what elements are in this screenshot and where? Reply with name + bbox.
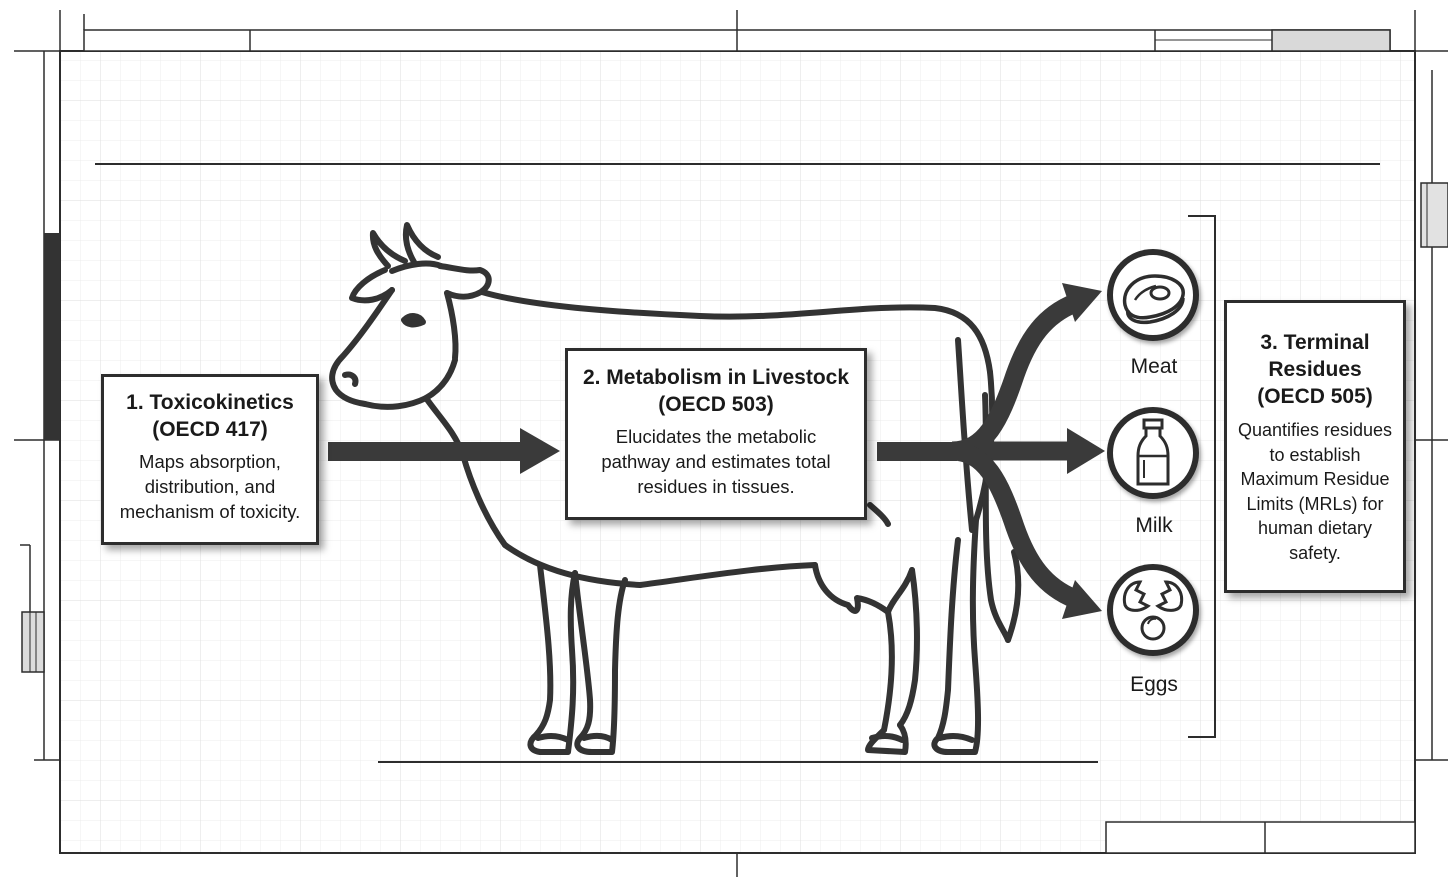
step-title-line: 3. Terminal xyxy=(1260,331,1370,354)
desc-line: Quantifies residues xyxy=(1237,420,1393,440)
desc-line: Limits (MRLs) for xyxy=(1246,493,1384,514)
desc-line: residues in tissues. xyxy=(637,476,795,497)
cow-icon xyxy=(329,222,1022,755)
step-title-line: 1. Toxicokinetics xyxy=(126,391,294,414)
step-title: 1. Toxicokinetics (OECD 417) xyxy=(104,389,316,443)
desc-line: distribution, and xyxy=(144,476,276,497)
step-description: Quantifies residues to establish Maximum… xyxy=(1227,418,1403,565)
desc-line: human dietary xyxy=(1257,518,1373,538)
step-title-line: 2. Metabolism in Livestock xyxy=(582,366,850,389)
product-label-meat: Meat xyxy=(1130,355,1178,378)
desc-line: Maps absorption, xyxy=(139,451,281,472)
desc-line: to establish xyxy=(1269,444,1361,465)
egg-icon xyxy=(1107,564,1199,656)
step-title: 2. Metabolism in Livestock (OECD 503) xyxy=(568,364,864,418)
product-label-milk: Milk xyxy=(1135,514,1173,537)
step-title-line: (OECD 417) xyxy=(152,418,268,441)
step-title-line: (OECD 503) xyxy=(658,393,774,416)
step-toxicokinetics-box: 1. Toxicokinetics (OECD 417) Maps absorp… xyxy=(101,374,319,545)
step-description: Elucidates the metabolic pathway and est… xyxy=(568,424,864,499)
branch-arrows xyxy=(877,283,1105,619)
step-title-line: (OECD 505) xyxy=(1257,385,1373,408)
milk-bottle-icon xyxy=(1107,407,1199,499)
products-bracket xyxy=(1188,215,1216,738)
step-terminal-residues-box: 3. Terminal Residues (OECD 505) Quantifi… xyxy=(1224,300,1406,593)
step-title: 3. Terminal Residues (OECD 505) xyxy=(1227,329,1403,410)
step-description: Maps absorption, distribution, and mecha… xyxy=(104,449,316,524)
desc-line: Maximum Residue xyxy=(1240,469,1390,489)
desc-line: Elucidates the metabolic xyxy=(615,426,817,447)
step-metabolism-box: 2. Metabolism in Livestock (OECD 503) El… xyxy=(565,348,867,520)
desc-line: safety. xyxy=(1289,542,1341,563)
meat-icon xyxy=(1107,249,1199,341)
desc-line: pathway and estimates total xyxy=(601,451,831,472)
arrow-step1-to-step2 xyxy=(328,428,560,474)
step-title-line: Residues xyxy=(1268,358,1362,381)
product-label-eggs: Eggs xyxy=(1130,673,1178,696)
desc-line: mechanism of toxicity. xyxy=(119,501,301,522)
